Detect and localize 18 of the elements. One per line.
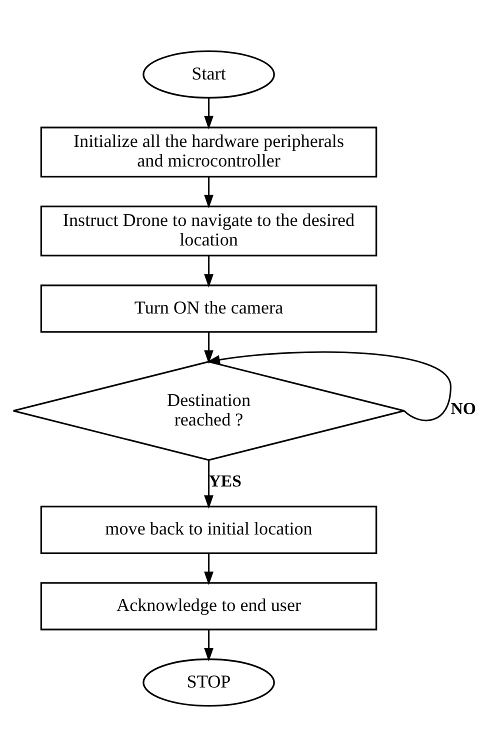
edge-label: YES [208,470,242,490]
arrow [204,460,214,508]
edge-label: NO [450,398,476,418]
node-box: Instruct Drone to navigate to the desired location [40,205,378,256]
node-box: Acknowledge to end user [40,582,378,630]
node-box: move back to initial location [40,505,378,554]
node-ellipse: Start [142,50,275,98]
node-diamond: Destination reached ? [12,360,405,460]
node-box: Turn ON the camera [40,284,378,332]
arrow [204,332,214,364]
node-ellipse: STOP [142,658,275,706]
arrow [204,255,214,288]
arrow [204,629,214,661]
arrow [204,97,214,129]
node-box: Initialize all the hardware peripherals and microcontroller [40,126,378,177]
arrow [204,176,214,208]
arrow [206,350,452,421]
arrow [204,552,214,585]
